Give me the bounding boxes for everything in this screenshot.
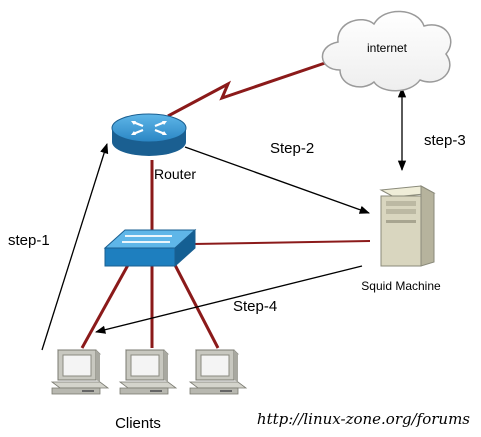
client-2 (118, 349, 178, 395)
wan-link (167, 60, 329, 118)
internet-cloud: internet (321, 10, 452, 92)
router-icon (111, 113, 187, 156)
step2-arrow (184, 146, 370, 214)
step2-label: Step-2 (270, 140, 314, 157)
router: Router (111, 113, 196, 182)
squid-machine: Squid Machine (361, 185, 441, 293)
clients: Clients (50, 349, 248, 432)
router-label: Router (154, 166, 196, 182)
switch (103, 228, 197, 268)
client-1 (50, 349, 110, 395)
step1-arrow (41, 143, 109, 351)
step-arrows (41, 86, 407, 351)
computer-icon (118, 349, 178, 395)
internet-label: internet (367, 41, 408, 55)
clients-label: Clients (115, 415, 161, 432)
switch-client1-link (80, 264, 130, 349)
computer-icon (188, 349, 248, 395)
switch-squid-link (192, 240, 371, 245)
step3-label: step-3 (424, 132, 466, 149)
server-icon (379, 185, 436, 267)
client-3 (188, 349, 248, 395)
computer-icon (50, 349, 110, 395)
cloud-icon (321, 10, 452, 92)
step4-arrow (94, 265, 363, 334)
step4-label: Step-4 (233, 298, 277, 315)
step1-label: step-1 (8, 232, 50, 249)
footer-url: http://linux-zone.org/forums (257, 410, 470, 428)
switch-icon (103, 228, 197, 268)
squid-label: Squid Machine (361, 279, 441, 293)
links (80, 60, 371, 349)
